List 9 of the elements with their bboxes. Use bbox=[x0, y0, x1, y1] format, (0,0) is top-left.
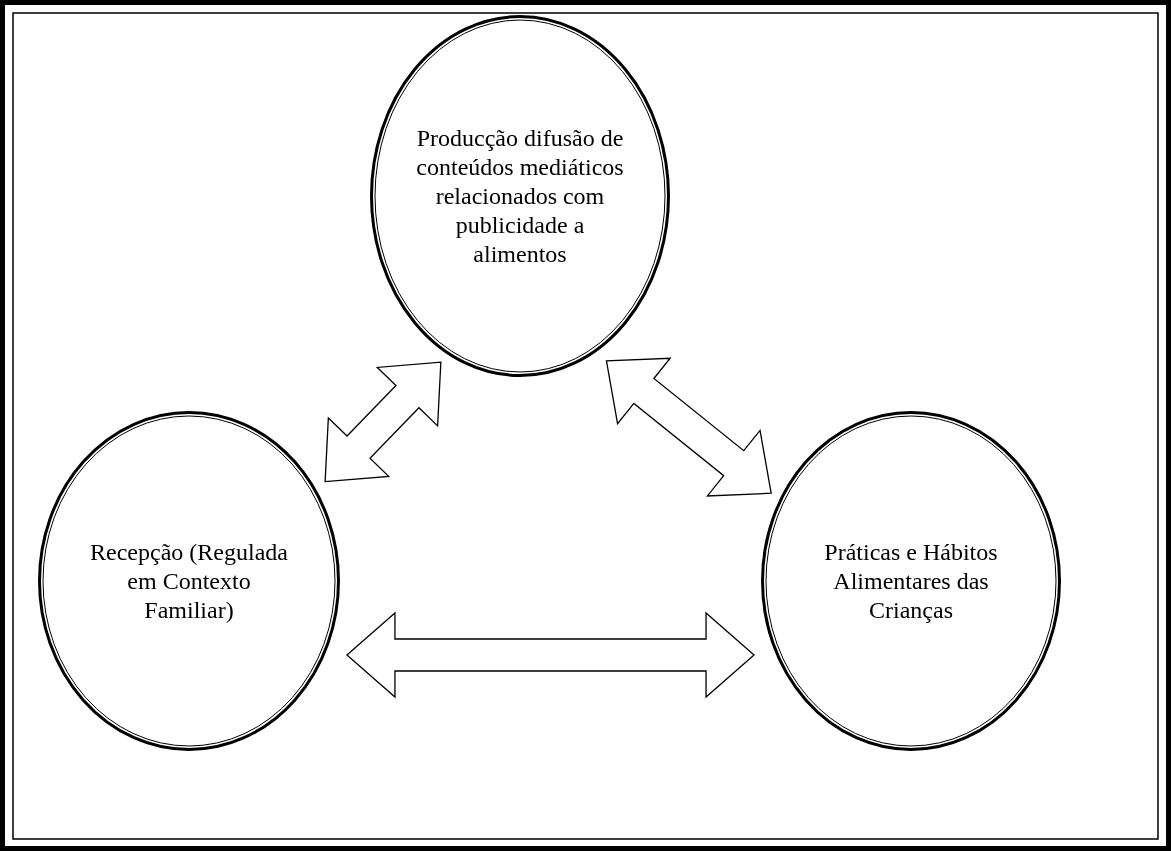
node-label: Práticas e Hábitos Alimentares das Crianças bbox=[823, 537, 999, 625]
ellipse-node bbox=[370, 15, 670, 377]
double-headed-block-arrow bbox=[345, 611, 756, 699]
node-label: Producção difusão de conteúdos mediáticos relacionados com publicidade a alimentos bbox=[415, 123, 625, 269]
ellipse-node bbox=[761, 411, 1061, 751]
ellipse-node bbox=[38, 411, 340, 751]
node-label: Recepção (Regulada em Contexto Familiar) bbox=[89, 537, 289, 625]
double-headed-block-arrow bbox=[605, 357, 772, 497]
double-headed-block-arrow bbox=[324, 361, 442, 483]
